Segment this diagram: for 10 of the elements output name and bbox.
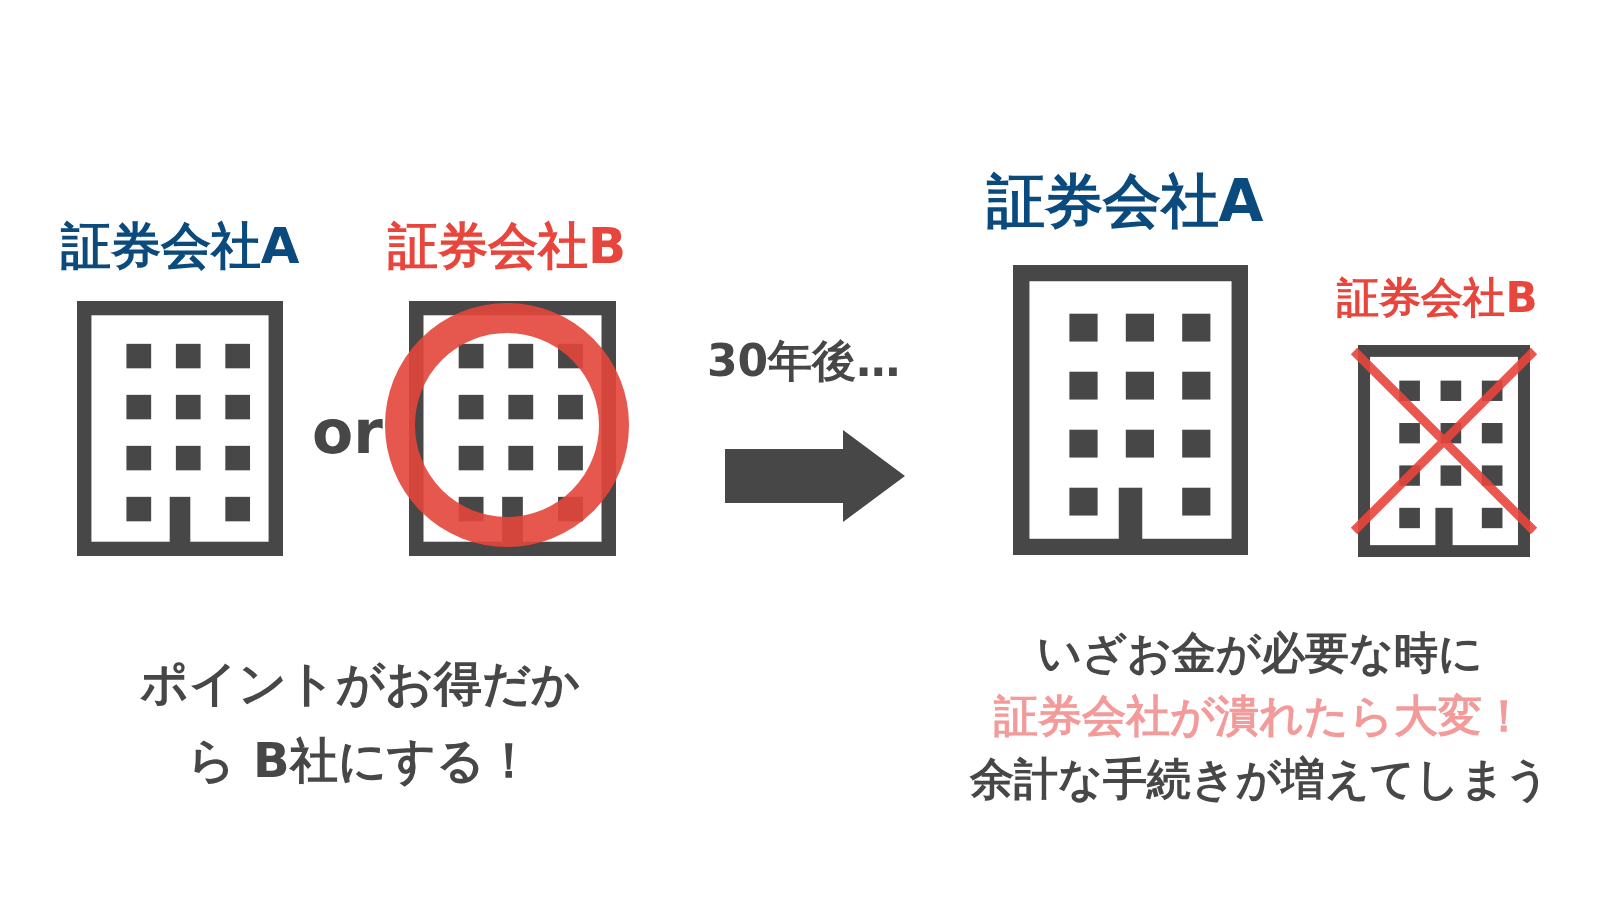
consequence-text: いざお金が必要な時に: [1037, 626, 1483, 680]
consequence-text: 余計な手続きが増えてしまう: [970, 752, 1550, 806]
or-text: or: [312, 396, 383, 469]
reason-text: ポイントがお得だから B社にする！: [139, 654, 581, 790]
company-heading: 証券会社B: [1337, 272, 1538, 324]
warning-text: 証券会社が潰れたら大変！: [994, 689, 1526, 743]
company-heading: 証券会社B: [387, 216, 627, 277]
company-heading: 証券会社A: [986, 166, 1264, 237]
arrow: [725, 430, 905, 522]
company-heading: 証券会社A: [60, 216, 300, 277]
